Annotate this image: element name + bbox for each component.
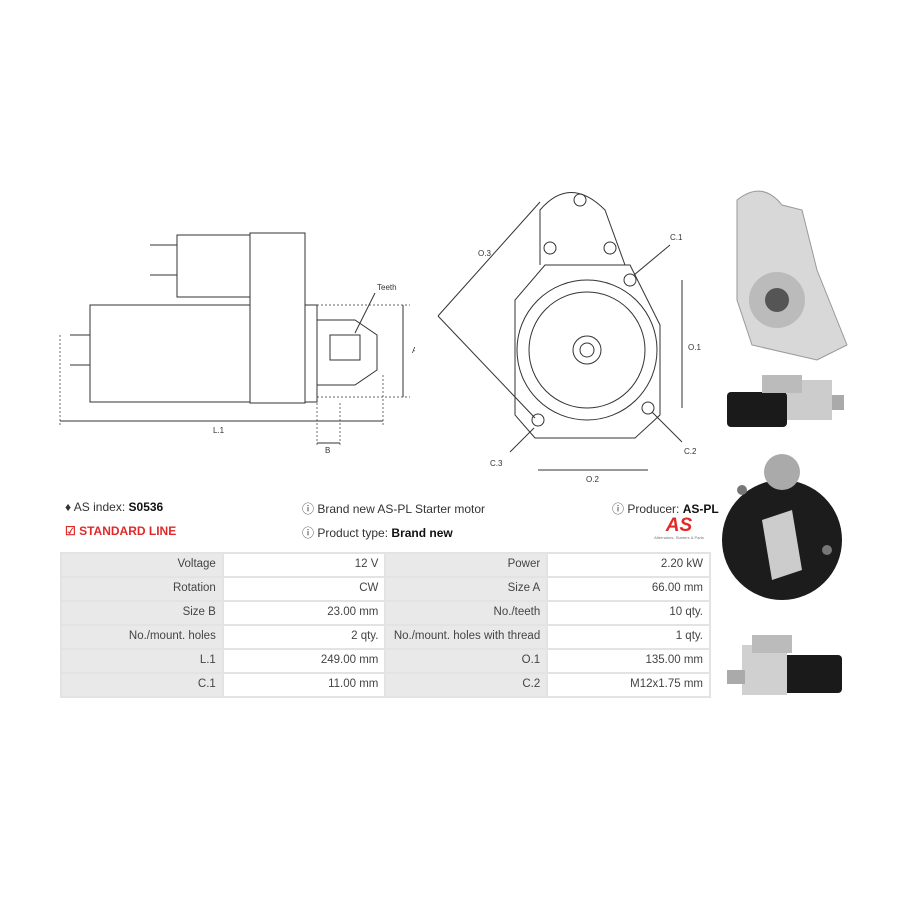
label-o3: O.3 (478, 249, 491, 258)
spec-value: 11.00 mm (221, 672, 387, 698)
label-c3: C.3 (490, 459, 503, 468)
spec-label: No./mount. holes with thread (384, 624, 549, 650)
as-index-value: S0536 (128, 500, 164, 514)
photo-rear (722, 454, 842, 600)
info-icon: ⓘ (302, 526, 315, 540)
as-index: ♦ AS index: S0536 (65, 500, 164, 514)
label-c1: C.1 (670, 233, 683, 242)
spec-value: 12 V (221, 552, 387, 578)
product-type: ⓘ Product type: Brand new (302, 526, 453, 540)
label-teeth: Teeth (377, 283, 397, 292)
spec-label: L.1 (60, 648, 224, 674)
photo-side (727, 375, 844, 427)
info-icon: ⓘ (302, 502, 315, 516)
spec-label: Power (384, 552, 549, 578)
spec-value: CW (221, 576, 387, 602)
spec-value: 1 qty. (546, 624, 711, 650)
spec-value: 2 qty. (221, 624, 387, 650)
label-b: B (325, 446, 330, 455)
spec-label: No./teeth (384, 600, 549, 626)
description: ⓘ Brand new AS-PL Starter motor (302, 502, 485, 516)
info-icon: ⓘ (612, 502, 625, 516)
spec-value: 10 qty. (546, 600, 711, 626)
spec-label: Rotation (60, 576, 224, 602)
spec-value: M12x1.75 mm (546, 672, 711, 698)
spec-label: Size B (60, 600, 224, 626)
spec-value: 249.00 mm (221, 648, 387, 674)
spec-label: Size A (384, 576, 549, 602)
spec-value: 2.20 kW (546, 552, 711, 578)
photo-front (736, 190, 848, 361)
label-l1: L.1 (213, 426, 225, 435)
spec-label: O.1 (384, 648, 549, 674)
checkbox-icon: ☑ (65, 524, 76, 538)
side-view-drawing: Teeth A B L.1 (59, 232, 415, 455)
spec-value: 135.00 mm (546, 648, 711, 674)
spec-label: No./mount. holes (60, 624, 224, 650)
producer: ⓘ Producer: AS-PL (612, 502, 719, 516)
as-pl-logo: AS Alternators, Starters & Parts (654, 515, 704, 540)
spec-value: 23.00 mm (221, 600, 387, 626)
label-c2: C.2 (684, 447, 697, 456)
front-view-drawing: O.3 C.1 O.1 C.2 C.3 O.2 (437, 192, 701, 484)
standard-line-badge: ☑ STANDARD LINE (65, 524, 177, 538)
spec-label: C.2 (384, 672, 549, 698)
photo-angle (727, 635, 842, 695)
spec-value: 66.00 mm (546, 576, 711, 602)
spec-label: C.1 (60, 672, 224, 698)
tag-icon: ♦ (65, 500, 72, 514)
label-o1: O.1 (688, 343, 701, 352)
product-photos (722, 190, 848, 695)
label-a: A (412, 346, 415, 355)
spec-label: Voltage (60, 552, 224, 578)
label-o2: O.2 (586, 475, 599, 484)
